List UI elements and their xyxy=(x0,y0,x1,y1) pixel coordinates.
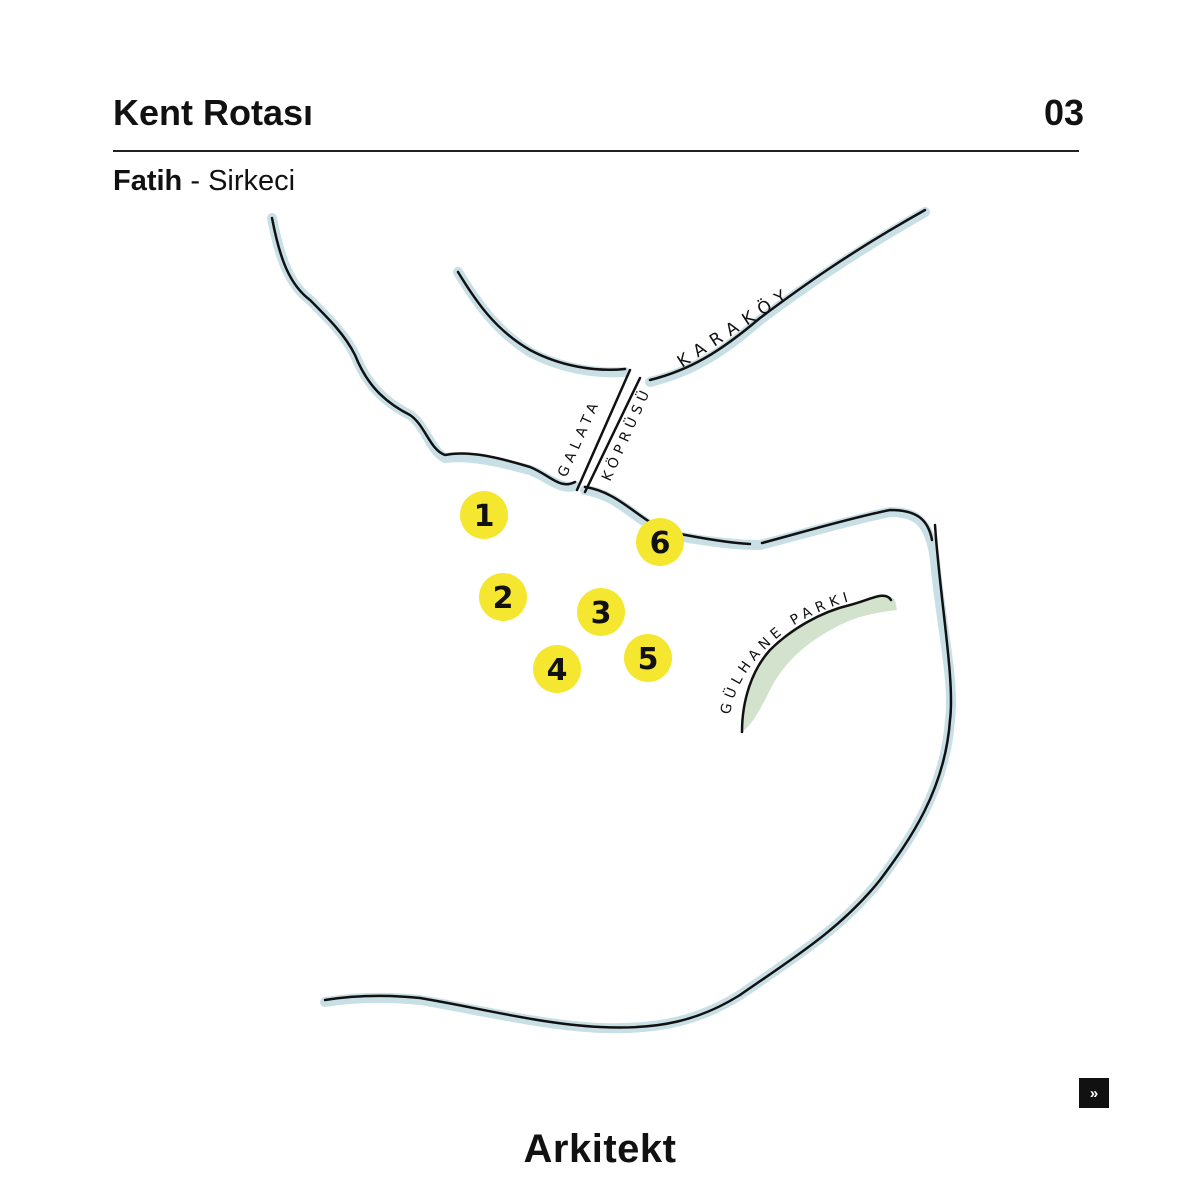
route-stop-marker[interactable] xyxy=(460,491,508,539)
location-subtitle: Fatih - Sirkeci xyxy=(113,165,295,198)
route-stop-number: 5 xyxy=(638,642,659,677)
route-stop-6[interactable]: 6 xyxy=(636,518,684,566)
route-stop-5[interactable]: 5 xyxy=(624,634,672,682)
route-stop-marker[interactable] xyxy=(636,518,684,566)
park-area xyxy=(742,595,897,732)
label-karakoy: KARAKÖY xyxy=(673,281,798,373)
header-divider xyxy=(113,150,1079,152)
coastlines xyxy=(270,208,953,1029)
route-stop-2[interactable]: 2 xyxy=(479,573,527,621)
route-number: 03 xyxy=(1043,92,1084,133)
route-stop-3[interactable]: 3 xyxy=(577,588,625,636)
route-stop-marker[interactable] xyxy=(479,573,527,621)
route-stop-number: 2 xyxy=(493,581,514,616)
label-koprusu: KÖPRÜSÜ xyxy=(597,383,655,484)
route-stop-marker[interactable] xyxy=(577,588,625,636)
next-page-button[interactable]: » xyxy=(1079,1078,1109,1108)
arkitekt-logo: Arkitekt xyxy=(523,1127,677,1171)
route-stop-number: 1 xyxy=(474,499,495,534)
route-stop-1[interactable]: 1 xyxy=(460,491,508,539)
page-title: Kent Rotası xyxy=(113,92,314,133)
neighborhood: Sirkeci xyxy=(208,165,296,197)
route-stop-4[interactable]: 4 xyxy=(533,645,581,693)
route-stop-number: 3 xyxy=(591,596,612,631)
route-stop-number: 4 xyxy=(547,653,568,688)
route-stop-number: 6 xyxy=(650,526,671,561)
district: Fatih xyxy=(113,165,183,197)
route-stop-marker[interactable] xyxy=(533,645,581,693)
route-stop-marker[interactable] xyxy=(624,634,672,682)
separator: - xyxy=(182,165,209,197)
